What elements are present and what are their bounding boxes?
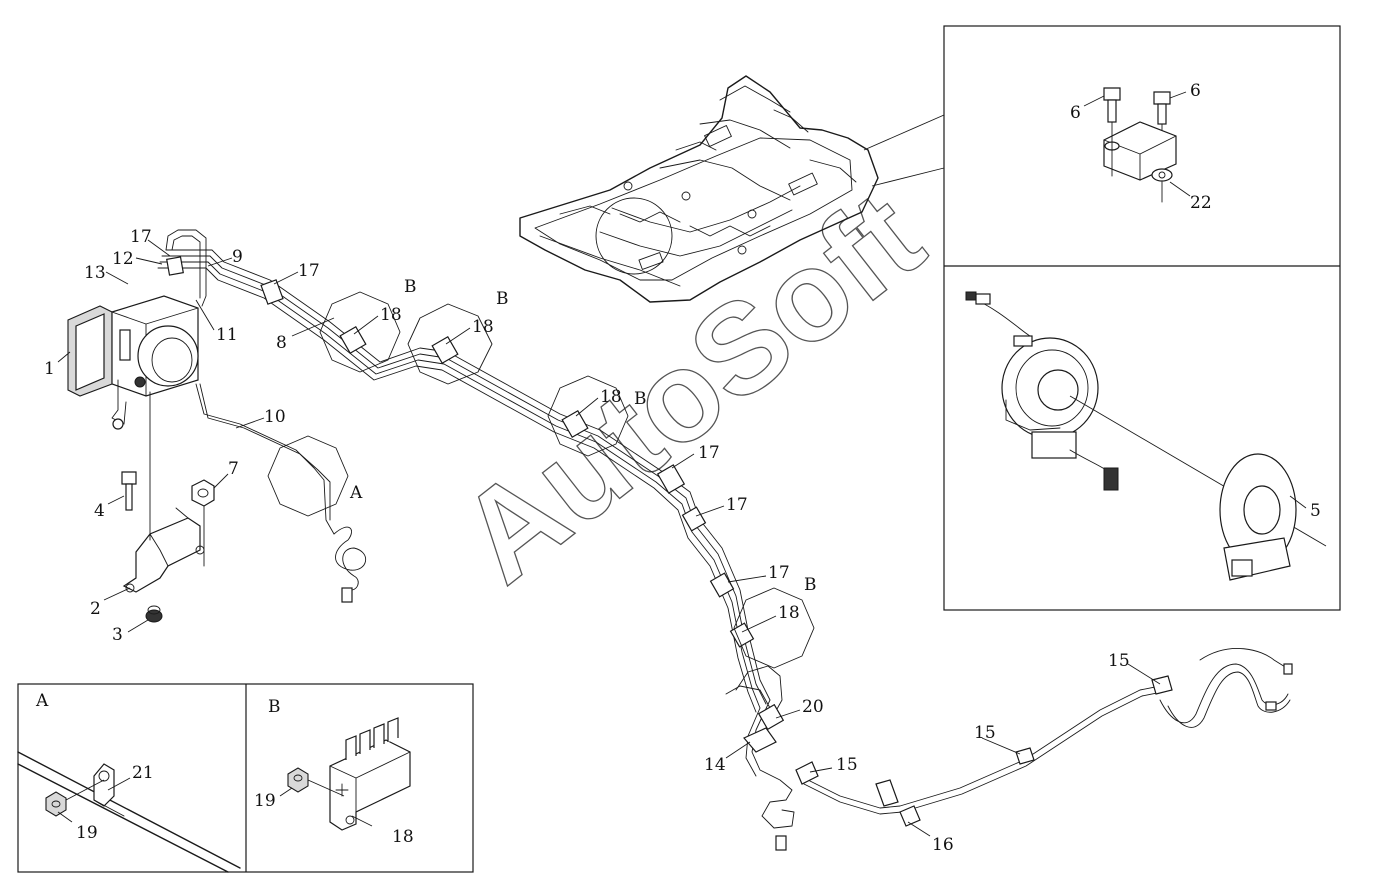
callout-leaders xyxy=(57,91,1307,837)
callout-B-2: B xyxy=(496,289,509,309)
pipe-clips xyxy=(166,256,785,731)
callout-17-d: 17 xyxy=(726,495,748,515)
brake-pipe-10 xyxy=(195,383,366,603)
callout-5: 5 xyxy=(1310,501,1321,521)
callout-10: 10 xyxy=(264,407,286,427)
wheel-sensor-harness xyxy=(795,648,1293,827)
callout-15-c: 15 xyxy=(1108,651,1130,671)
nut-7 xyxy=(191,479,215,567)
sensor-detail-panel xyxy=(943,25,1341,611)
callout-18-d: 18 xyxy=(778,603,800,623)
callout-labels: 1 2 3 4 5 6 6 7 8 9 10 11 12 13 14 15 15… xyxy=(44,81,1321,855)
callout-7: 7 xyxy=(228,459,239,479)
callout-1: 1 xyxy=(44,359,55,379)
callout-20: 20 xyxy=(802,697,824,717)
callout-13: 13 xyxy=(84,263,106,283)
callout-18-b: 18 xyxy=(472,317,494,337)
callout-12: 12 xyxy=(112,249,134,269)
detail-b-label: B xyxy=(268,697,281,717)
callout-4: 4 xyxy=(94,501,105,521)
callout-19-b: 19 xyxy=(254,791,276,811)
callout-15-b: 15 xyxy=(974,723,996,743)
callout-15-a: 15 xyxy=(836,755,858,775)
callout-16: 16 xyxy=(932,835,954,855)
callout-6-left: 6 xyxy=(1070,103,1081,123)
callout-8: 8 xyxy=(276,333,287,353)
callout-B-4: B xyxy=(804,575,817,595)
callout-22: 22 xyxy=(1190,193,1212,213)
detail-panels-ab xyxy=(17,683,474,873)
detail-a-pipe-clip xyxy=(17,751,241,873)
callout-2: 2 xyxy=(90,599,101,619)
detail-locator-circles xyxy=(267,291,815,669)
modulator-bracket xyxy=(122,507,205,593)
callout-B-1: B xyxy=(404,277,417,297)
brake-pipe-14-coil xyxy=(725,665,795,851)
callout-19-a: 19 xyxy=(76,823,98,843)
vehicle-floor-pan xyxy=(519,75,879,303)
callout-18-c: 18 xyxy=(600,387,622,407)
abs-hydraulic-modulator xyxy=(67,295,199,430)
callout-A: A xyxy=(349,483,363,503)
yaw-rate-sensor xyxy=(1103,121,1177,182)
steering-angle-sensor xyxy=(1219,453,1297,581)
grommet-3 xyxy=(145,605,163,623)
callout-11: 11 xyxy=(216,325,238,345)
detail-a-label: A xyxy=(35,691,49,711)
callout-17-e: 17 xyxy=(768,563,790,583)
callout-17-c: 17 xyxy=(698,443,720,463)
callout-17-a: 17 xyxy=(130,227,152,247)
bolt-4 xyxy=(121,471,137,511)
floor-pan-locator-circle xyxy=(595,197,673,275)
callout-18-a: 18 xyxy=(380,305,402,325)
callout-6-right: 6 xyxy=(1190,81,1201,101)
callout-18-e: 18 xyxy=(392,827,414,847)
callout-14: 14 xyxy=(704,755,726,775)
callout-3: 3 xyxy=(112,625,123,645)
clock-spring-assembly xyxy=(965,291,1327,547)
detail-b-pipe-clip xyxy=(287,717,411,831)
bolt-6-right xyxy=(1153,91,1171,131)
callout-21: 21 xyxy=(132,763,154,783)
callout-17-b: 17 xyxy=(298,261,320,281)
callout-9: 9 xyxy=(232,247,243,267)
callout-B-3: B xyxy=(634,389,647,409)
